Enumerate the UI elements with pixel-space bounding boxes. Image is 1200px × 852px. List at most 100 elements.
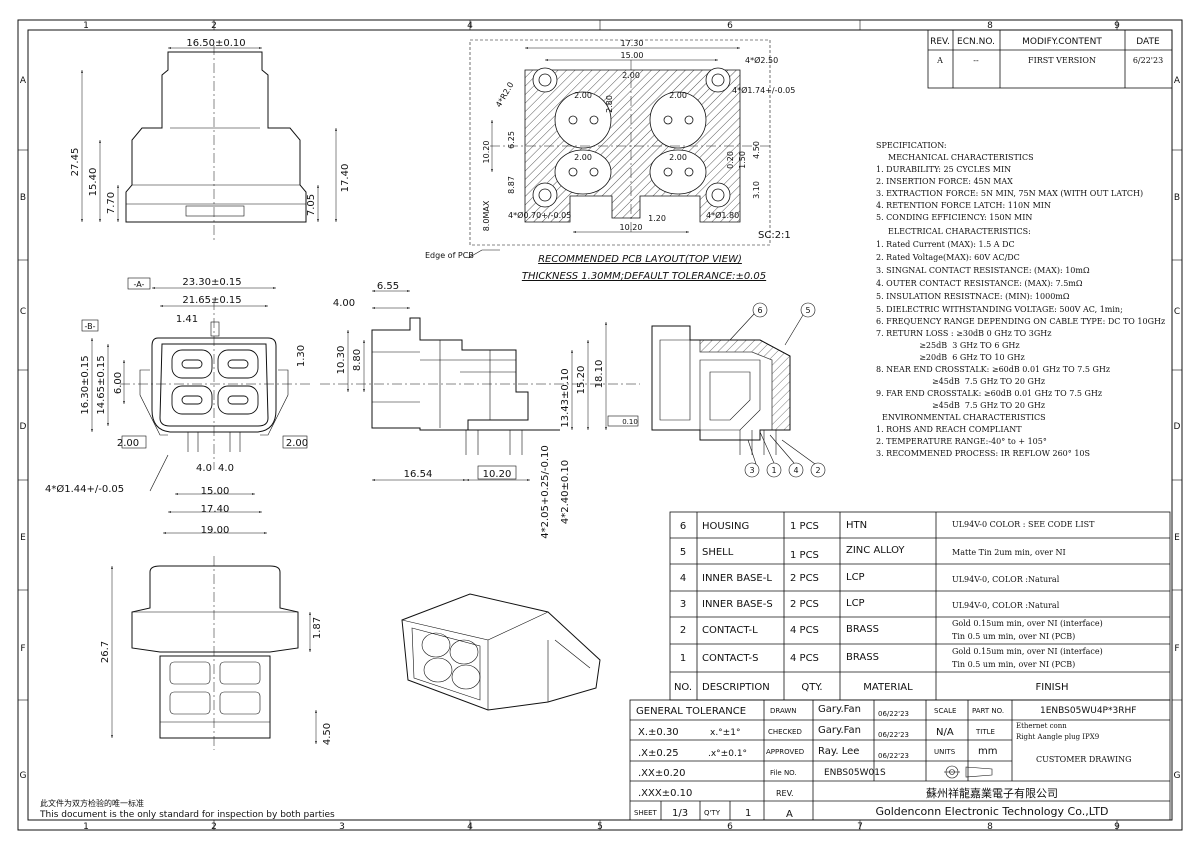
dim-text: 6.55 bbox=[377, 281, 399, 292]
customer-drawing: CUSTOMER DRAWING bbox=[1036, 755, 1132, 764]
dim-text: 1.41 bbox=[176, 314, 198, 325]
row-label: C bbox=[1174, 307, 1180, 317]
dim-text: 2.00 bbox=[622, 71, 640, 80]
dim-text: 14.65±0.15 bbox=[96, 355, 107, 414]
col-label-bottom: 3 bbox=[339, 822, 345, 832]
spec-mech-title: MECHANICAL CHARACTERISTICS bbox=[888, 153, 1034, 162]
dim-text: 0.20 bbox=[726, 151, 735, 169]
spec-line: 8. NEAR END CROSSTALK: ≥60dB 0.01 GHz TO… bbox=[876, 365, 1110, 374]
tolerance-angle: x.°±1° bbox=[710, 728, 740, 738]
spec-env-title: ENVIRONMENTAL CHARACTERISTICS bbox=[882, 413, 1046, 422]
bom-header-desc: DESCRIPTION bbox=[702, 682, 770, 693]
dim-text: 10.30 bbox=[336, 346, 347, 375]
dim-text: 1.30 bbox=[296, 345, 307, 367]
front-view: -A- -B- 23.30±0.15 21.65±0.15 1.41 bbox=[45, 277, 310, 536]
bom-desc: HOUSING bbox=[702, 521, 749, 532]
title-line-1: Ethernet conn bbox=[1016, 722, 1067, 730]
bom-desc: CONTACT-L bbox=[702, 625, 758, 636]
bom-table: 6 HOUSING 1 PCS HTN UL94V-0 COLOR : SEE … bbox=[669, 511, 1171, 701]
dim-text: 15.00 bbox=[621, 51, 644, 60]
dim-text: 10.20 bbox=[482, 141, 491, 164]
spec-line: 2. INSERTION FORCE: 45N MAX bbox=[876, 177, 1013, 186]
part-no-label: PART NO. bbox=[972, 707, 1004, 715]
dim-text: 1.87 bbox=[312, 617, 323, 639]
projection-symbol-icon bbox=[944, 765, 993, 779]
spec-line: 1. Rated Current (MAX): 1.5 A DC bbox=[876, 240, 1015, 249]
checked-date: 06/22'23 bbox=[878, 731, 909, 739]
dim-text: 8.0MAX bbox=[482, 200, 491, 231]
rev-header: REV. bbox=[930, 37, 950, 47]
spec-line: 5. DIELECTRIC WITHSTANDING VOLTAGE: 500V… bbox=[876, 305, 1123, 314]
row-label: F bbox=[20, 644, 25, 654]
dim-text: 2.80 bbox=[605, 95, 614, 113]
qty-label: Q'TY bbox=[704, 809, 721, 817]
spec-line: 5. INSULATION RESISTNACE: (MIN): 1000mΩ bbox=[876, 292, 1070, 301]
bom-finish: Gold 0.15um min, over NI (interface) bbox=[952, 619, 1103, 628]
col-label-bottom: 1 bbox=[83, 822, 89, 832]
sheet-border: 1 2 4 6 8 9 1 2 3 4 5 6 7 8 9 A B C D E … bbox=[17, 19, 1183, 832]
col-label-top: 9 bbox=[1114, 21, 1120, 31]
dim-text: 15.20 bbox=[576, 366, 587, 395]
drawn-date: 06/22'23 bbox=[878, 710, 909, 718]
bom-header-material: MATERIAL bbox=[863, 682, 913, 693]
dim-text: 4*2.05+0.25/-0.10 bbox=[540, 445, 551, 539]
footer-note: 此文件为双方检验的唯一标准 This document is the only … bbox=[39, 798, 335, 820]
row-label: E bbox=[1174, 533, 1180, 543]
dim-text: 4*Ø1.44+/-0.05 bbox=[45, 483, 124, 495]
row-label: A bbox=[1174, 76, 1181, 86]
row-label: B bbox=[1174, 193, 1180, 203]
dim-text: 8.87 bbox=[507, 176, 516, 194]
bom-qty: 1 PCS bbox=[790, 550, 819, 561]
dim-text: 26.7 bbox=[100, 641, 111, 663]
checked-name: Gary.Fan bbox=[818, 725, 861, 736]
bom-qty: 2 PCS bbox=[790, 573, 819, 584]
col-label-bottom: 2 bbox=[211, 822, 217, 832]
pcb-layout-view: 17.30 15.00 2.00 2.80 2.00 2.00 2.00 2.0… bbox=[425, 39, 795, 282]
spec-line: 7. RETURN LOSS : ≥30dB 0 GHz TO 3GHz bbox=[876, 329, 1051, 338]
spec-line: 5. CONDING EFFICIENCY: 150N MIN bbox=[876, 213, 1032, 222]
col-label-bottom: 5 bbox=[597, 822, 603, 832]
bom-no: 3 bbox=[680, 599, 686, 610]
balloon-4: 4 bbox=[793, 466, 798, 475]
tolerance-angle-1: .x°±0.1° bbox=[708, 749, 747, 759]
balloon-3: 3 bbox=[749, 466, 754, 475]
dim-text: 7.05 bbox=[306, 194, 317, 216]
title-line-2: Right Aangle plug IPX9 bbox=[1016, 733, 1099, 741]
bom-finish-2: Tin 0.5 um min, over NI (PCB) bbox=[952, 660, 1075, 669]
spec-line: ≥20dB 6 GHz TO 10 GHz bbox=[876, 353, 1025, 362]
approved-name: Ray. Lee bbox=[818, 746, 859, 757]
col-label-bottom: 4 bbox=[467, 822, 473, 832]
dim-text: 4.0 bbox=[218, 463, 234, 474]
col-label-bottom: 9 bbox=[1114, 822, 1120, 832]
tolerance-x3: .XXX±0.10 bbox=[638, 788, 692, 799]
side-view: 4.00 6.55 10.30 8.80 15.20 18.10 13.43±0… bbox=[320, 281, 640, 539]
bom-no: 2 bbox=[680, 625, 686, 636]
isometric-view bbox=[401, 593, 601, 711]
dim-text: 3.10 bbox=[752, 181, 761, 199]
bottom-view: 1.87 26.7 4.50 bbox=[100, 556, 333, 750]
spec-line: 9. FAR END CROSSTALK: ≥60dB 0.01 GHz TO … bbox=[876, 389, 1102, 398]
spec-line: 3. EXTRACTION FORCE: 5N MIN, 75N MAX (WI… bbox=[876, 189, 1143, 198]
bom-header-finish: FINISH bbox=[1036, 682, 1069, 693]
general-tolerance-label: GENERAL TOLERANCE bbox=[636, 706, 746, 717]
rev-label: REV. bbox=[776, 789, 794, 798]
approved-label: APPROVED bbox=[766, 748, 804, 756]
scale-value: N/A bbox=[936, 727, 954, 738]
bom-finish: Gold 0.15um min, over NI (interface) bbox=[952, 647, 1103, 656]
balloon-2: 2 bbox=[815, 466, 820, 475]
bom-header-no: NO. bbox=[674, 682, 692, 693]
balloon-5: 5 bbox=[805, 306, 810, 315]
dim-text: 2.00 bbox=[669, 153, 687, 162]
datum-b: -B- bbox=[85, 322, 96, 331]
bom-no: 6 bbox=[680, 521, 686, 532]
dim-text: 8.80 bbox=[352, 349, 363, 371]
row-label: D bbox=[20, 422, 27, 432]
bom-qty: 4 PCS bbox=[790, 625, 819, 636]
row-label: A bbox=[20, 76, 27, 86]
units-value: mm bbox=[978, 746, 997, 757]
drawn-label: DRAWN bbox=[770, 707, 797, 715]
sheet-label: SHEET bbox=[634, 809, 658, 817]
dim-text: 4.00 bbox=[333, 298, 355, 309]
row-label: G bbox=[1174, 771, 1181, 781]
file-no-label: File NO. bbox=[770, 769, 797, 777]
